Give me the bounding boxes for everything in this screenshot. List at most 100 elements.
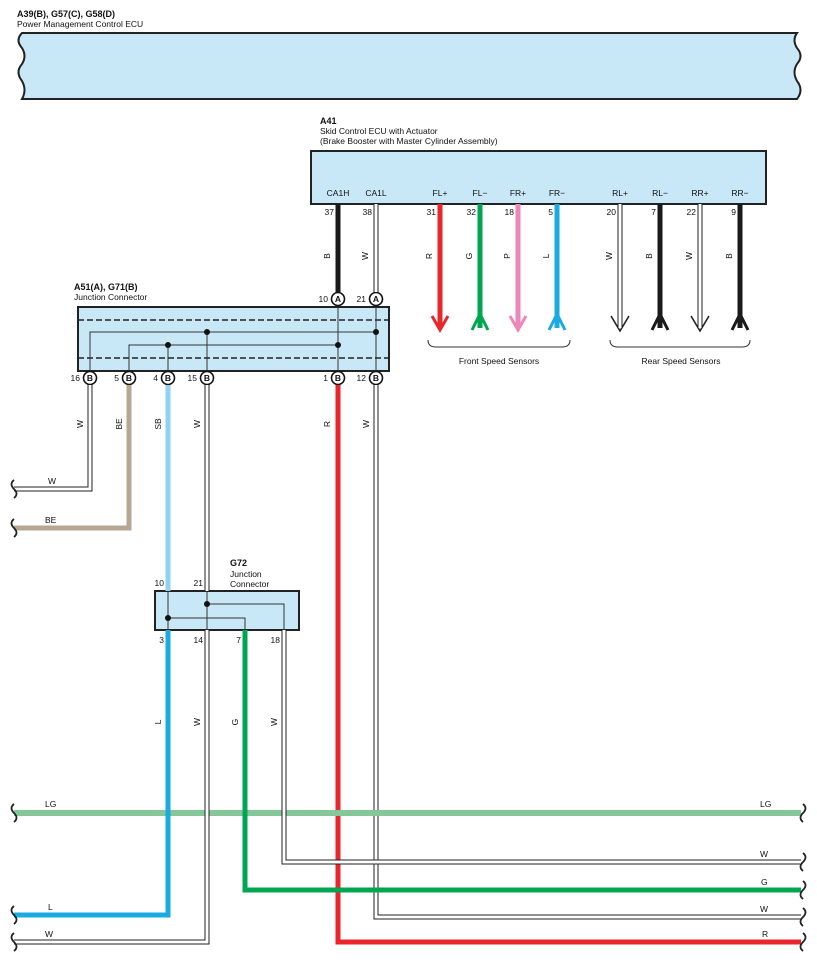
skid-pin-label: RL+: [612, 188, 628, 198]
skid-pin-label: RR+: [691, 188, 708, 198]
jc2-pin-num: 3: [159, 635, 164, 645]
jc2-pin-num: 14: [194, 635, 204, 645]
skid-pin-num: 18: [505, 207, 515, 217]
skid-pin-label: RL−: [652, 188, 668, 198]
sensor-arrow-down-icon: [508, 315, 528, 334]
wire-color-label: R: [322, 421, 332, 427]
wire-color-label: W: [360, 252, 370, 260]
wire-break-icon: [10, 518, 18, 538]
wire-color-label: P: [502, 253, 512, 259]
jc1-pin-num: 4: [153, 373, 158, 383]
wire-break-icon: [10, 479, 18, 499]
power-management-ecu: A39(B), G57(C), G58(D) Power Management …: [17, 9, 802, 100]
wire-break-icon: [799, 907, 807, 927]
connector-pin-circle: [368, 291, 384, 307]
wire-color-label: G: [230, 719, 240, 726]
wire-w: [14, 385, 92, 491]
skid-pin-num: 38: [363, 207, 373, 217]
jc1-pin-num: 5: [114, 373, 119, 383]
skid-pin-num: 22: [687, 207, 697, 217]
sensor-arrow-down-icon: [690, 315, 710, 333]
skid-pin-label: FL−: [473, 188, 488, 198]
skid-pin-num: 37: [325, 207, 335, 217]
wire-w: [14, 630, 209, 944]
rear-sensor-label: Rear Speed Sensors: [642, 356, 721, 366]
ecu-code: A39(B), G57(C), G58(D): [17, 9, 115, 19]
front-sensor-brace: [427, 339, 571, 348]
ecu-box: [17, 32, 802, 100]
wire-break-icon: [10, 905, 18, 925]
skid-code: A41: [320, 116, 337, 126]
wire-color-label: L: [153, 719, 163, 724]
sensor-arrow-down-icon: [610, 315, 630, 333]
connector-pin-circle: [368, 370, 384, 386]
wire-color-label: SB: [153, 418, 163, 430]
jc2-code: G72: [230, 558, 247, 568]
wire-w-outline: [281, 630, 801, 865]
wire-color-label: L: [541, 253, 551, 258]
wire-break-icon: [799, 852, 807, 872]
wire-w-outline: [14, 385, 93, 492]
rear-sensor-brace: [609, 339, 751, 348]
jc1-bus-b: [128, 307, 339, 371]
jc2-name: Junction: [230, 569, 262, 579]
wire-color-label: W: [604, 252, 614, 260]
skid-box: [310, 150, 767, 205]
skid-pin-label: CA1L: [365, 188, 387, 198]
junction-connector-2: G72 Junction Connector 10 21: [154, 558, 300, 631]
wire-color-label: G: [464, 253, 474, 260]
connector-letter: B: [335, 373, 341, 383]
connector-pin-circle: [330, 370, 346, 386]
wire-break-icon: [799, 803, 807, 823]
jc1-pin-num: 15: [188, 373, 198, 383]
wire-be: [14, 385, 132, 531]
jc1-pin-num: 21: [357, 294, 367, 304]
skid-pin-label: FR+: [510, 188, 526, 198]
skid-pin-label: FL+: [433, 188, 448, 198]
jc2-pin-num: 10: [155, 578, 165, 588]
splice-dot: [373, 329, 379, 335]
jc2-name-2: Connector: [230, 579, 269, 589]
wire-color-label: BE: [114, 418, 124, 430]
wire-color-label: W: [361, 420, 371, 428]
skid-pin-num: 32: [467, 207, 477, 217]
skid-pin-num: 20: [607, 207, 617, 217]
wire-color-label: R: [424, 253, 434, 259]
wire-break-icon: [799, 932, 807, 952]
jc2-pin-num: 18: [271, 635, 281, 645]
wire-color-label: W: [45, 929, 53, 939]
jc2-pins: 3 14 7 18: [159, 635, 280, 645]
wire-color-label: W: [269, 718, 279, 726]
wire-l: [14, 630, 171, 918]
wire-break-icon: [10, 803, 18, 823]
jc1-box: [77, 306, 390, 372]
wire-w-outline: [14, 630, 210, 945]
jc2-pin-num: 7: [236, 635, 241, 645]
wire-r: [335, 385, 801, 945]
wire-w-outline: [373, 385, 801, 920]
wire-color-label: L: [48, 902, 53, 912]
wire-color-label: W: [760, 849, 768, 859]
skid-pin-num: 7: [651, 207, 656, 217]
wires: [14, 204, 801, 945]
connector-letter: A: [335, 294, 341, 304]
wire-color-label: G: [761, 877, 768, 887]
wire-color-label: W: [684, 252, 694, 260]
wire-color-label: LG: [45, 799, 56, 809]
jc1-code: A51(A), G71(B): [74, 282, 138, 292]
sensor-groups: Front Speed Sensors Rear Speed Sensors: [427, 339, 751, 366]
wire-color-label: W: [760, 904, 768, 914]
wire-color-label: W: [192, 420, 202, 428]
splice-dot: [165, 342, 171, 348]
skid-pins: CA1H37CA1L38FL+31FL−32FR+18FR−5RL+20RL−7…: [325, 188, 750, 334]
connector-letter: B: [204, 373, 210, 383]
sensor-arrow-down-icon: [430, 315, 450, 334]
splice-dot: [165, 615, 171, 621]
jc2-pin-num: 21: [194, 578, 204, 588]
wire-break-icon: [799, 880, 807, 900]
connector-pin-circle: [121, 370, 137, 386]
jc2-box: [154, 590, 300, 631]
wire-color-label: R: [762, 929, 768, 939]
connector-letter: B: [87, 373, 93, 383]
